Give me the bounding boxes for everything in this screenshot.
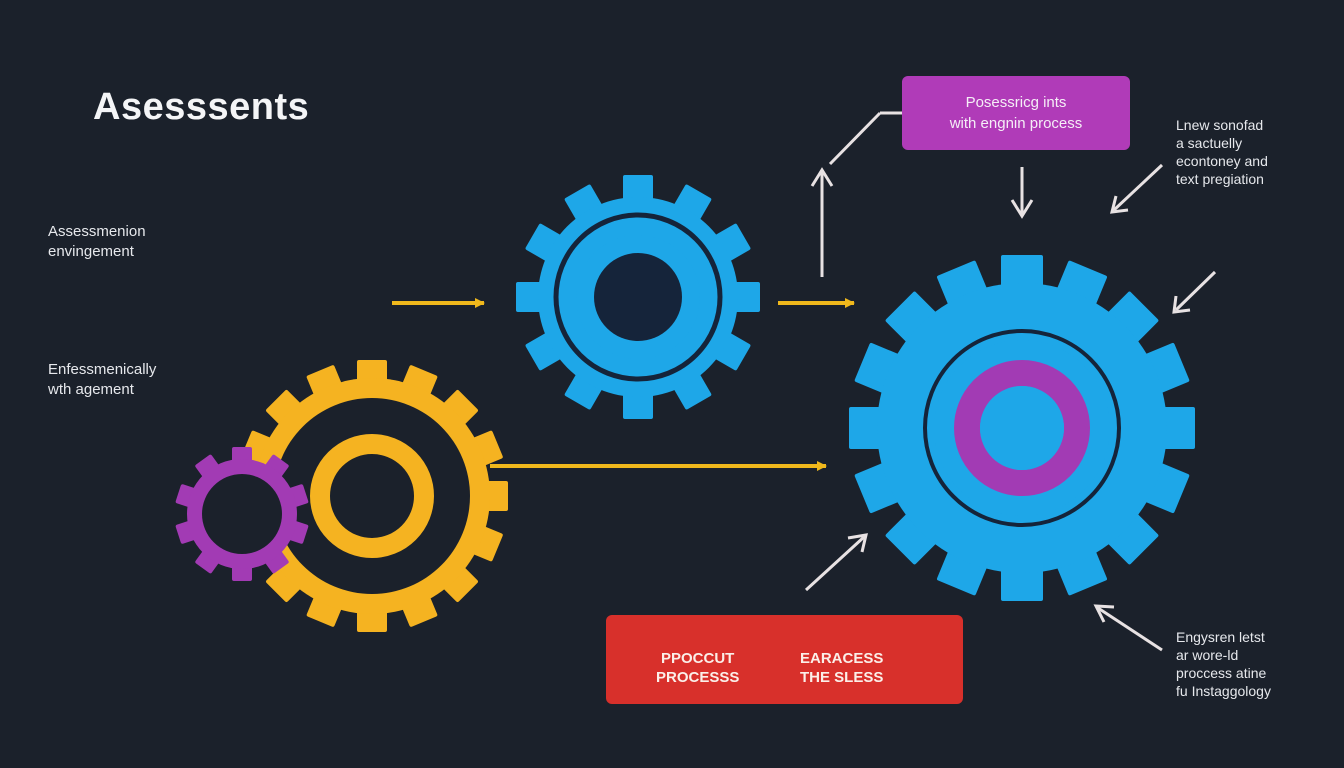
small-purple-gear [175,447,309,581]
gear-tooth [623,175,653,203]
gear-tooth [441,565,478,602]
white-connector-arrows [804,111,1217,652]
red-box-right-line-1: EARACESS [800,650,884,667]
large-blue-gear [849,255,1195,601]
red-box-right-text: EARACESS THE SLESS [800,649,883,687]
gear-tooth [441,390,478,427]
gear-tooth [484,481,508,511]
gear-tooth [1106,291,1159,344]
arrow-from-top-right-label [1112,163,1164,212]
right-label-bottom-line-4: fu Instaggology [1176,683,1271,699]
left-label-bottom-line-1: Enfessmenically [48,361,157,378]
red-box-left-text: PPOCCUT PROCESSS [656,649,739,687]
gear-tooth [266,565,303,602]
right-label-bottom-line-2: ar wore-ld [1176,647,1239,663]
gear-tooth [266,390,303,427]
left-label-top: Assessmenion envingement [48,222,146,262]
page-title: Asesssents [93,86,310,128]
top-box-line-1: Posessricg ints [965,94,1067,111]
gear-tooth [357,608,387,632]
gear-tooth [516,282,544,312]
left-label-top-line-1: Assessmenion [48,223,146,240]
top-purple-box: Posessricg ints with engnin process [902,76,1130,150]
left-label-bottom: Enfessmenically wth agement [48,360,156,400]
right-label-top-line-3: econtoney and [1176,153,1268,169]
gear-tooth [623,391,653,419]
red-box-right-line-2: THE SLESS [800,669,884,686]
gear-tooth [1001,567,1043,601]
left-label-bottom-line-2: wth agement [48,381,134,398]
gear-tooth [849,407,883,449]
right-label-bottom-line-1: Engysren letst [1176,629,1265,645]
right-label-bottom: Engysren letst ar wore-ld proccess atine… [1176,628,1271,700]
gear-tooth [885,291,938,344]
left-label-top-line-2: envingement [48,243,134,260]
right-label-top-line-1: Lnew sonofad [1176,117,1264,133]
red-box-left-line-2: PROCESSS [656,669,740,686]
gear-tooth [1161,407,1195,449]
arrow-from-bottom-right-label [1097,606,1163,652]
arrow-right-to-large-gear [1174,270,1217,312]
arrow-up-from-red-box [804,535,866,592]
right-label-top-line-2: a sactuelly [1176,135,1243,151]
top-blue-gear [516,175,760,419]
right-label-bottom-line-3: proccess atine [1176,665,1267,681]
gear-tooth [1106,512,1159,565]
right-label-top-line-4: text pregiation [1176,171,1264,187]
red-box-left-line-1: PPOCCUT [661,650,735,667]
gear-tooth [1001,255,1043,289]
right-label-top: Lnew sonofad a sactuelly econtoney and t… [1176,116,1268,188]
gear-tooth [357,360,387,384]
top-box-line-2: with engnin process [949,115,1083,132]
gear-tooth [732,282,760,312]
gear-tooth [885,512,938,565]
bottom-red-box: PPOCCUT PROCESSS EARACESS THE SLESS [606,615,963,704]
